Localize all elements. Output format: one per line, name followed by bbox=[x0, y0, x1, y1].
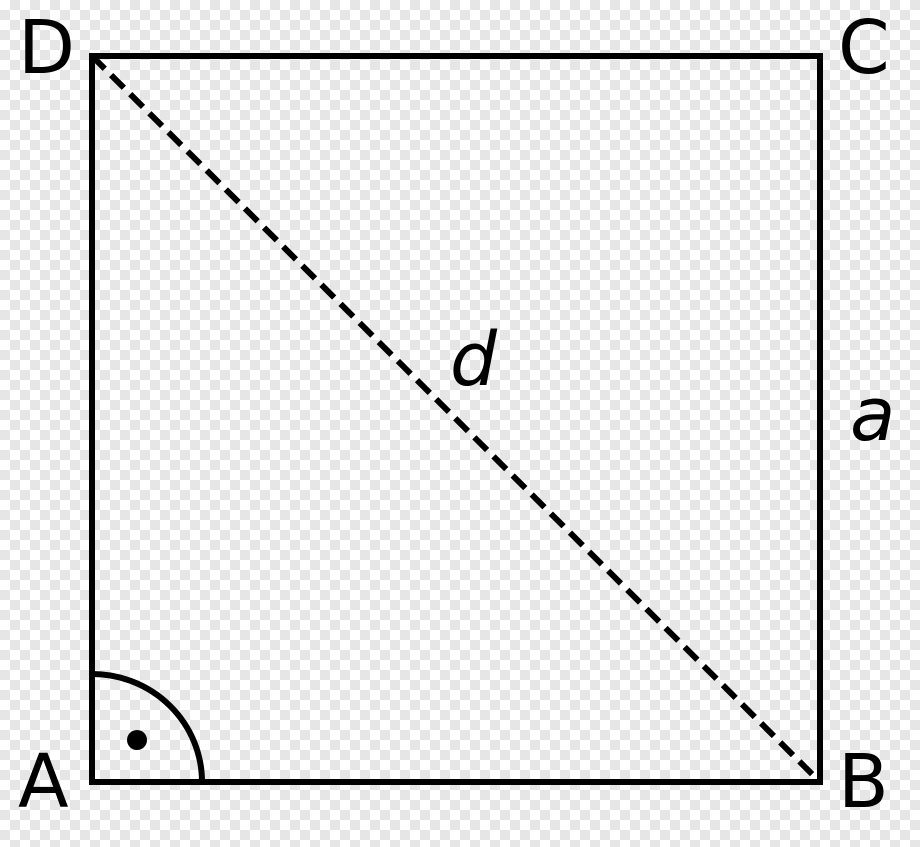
vertex-label-c: C bbox=[838, 5, 890, 91]
side-label: a bbox=[850, 372, 895, 458]
diagonal-label: d bbox=[450, 317, 498, 403]
diagonal-line bbox=[89, 53, 823, 785]
right-angle-arc bbox=[91, 671, 205, 783]
square-outline bbox=[89, 53, 823, 785]
vertex-label-a: A bbox=[18, 739, 69, 825]
right-angle-dot bbox=[127, 730, 147, 750]
vertex-label-b: B bbox=[838, 739, 889, 825]
vertex-label-d: D bbox=[18, 5, 75, 91]
